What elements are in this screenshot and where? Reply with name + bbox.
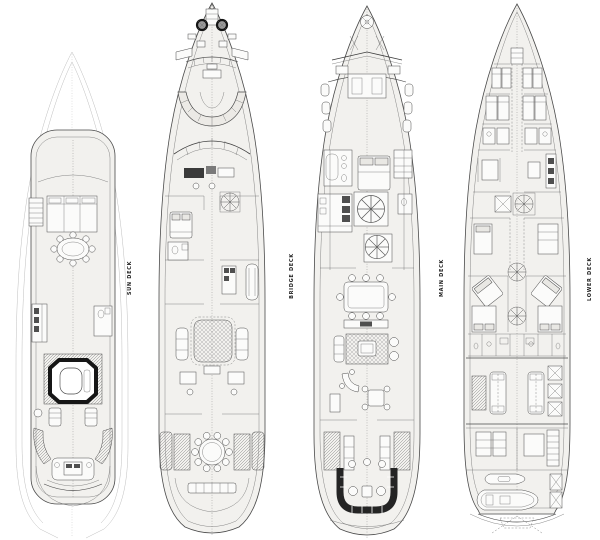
lower-deck-label: LOWER DECK [587,257,593,301]
wardrobe [393,149,413,179]
chain-stoppers [349,35,385,51]
wing-seat [231,47,249,61]
engine-room [466,357,568,425]
sun-pads [46,195,98,233]
spa-pool [48,358,98,404]
crew-galley [527,153,557,189]
main-engine [527,371,545,415]
side-table [33,408,43,418]
helm-console [184,166,235,190]
lower-deck-plan [463,3,571,534]
aft-crew-cabins [466,427,568,471]
forward-cabin [347,73,387,99]
mast-base [185,56,239,79]
tender-garage [476,473,563,511]
tender [476,489,539,511]
round-dining-table [191,432,233,472]
aft-lounge [179,365,245,396]
hull [158,2,266,534]
wet-bar [31,303,48,343]
spiral-staircase [219,191,241,213]
aft-u-shaped-sofa [336,458,398,514]
owner-stateroom [357,155,391,191]
side-tender-stowage [245,263,259,301]
side-windows [320,83,414,133]
bridge-deck-label: BRIDGE DECK [289,253,295,299]
equipment-boxes [547,365,563,417]
sun-deck-label: SUN DECK [127,260,133,296]
spiral-staircase [507,262,527,282]
main-engine [489,371,507,415]
day-head [93,305,113,337]
sun-loungers [48,407,98,427]
guest-bathrooms [468,333,566,357]
main-deck-plan [313,5,421,538]
radar-arch [177,91,247,127]
bridge-deck-plan [158,2,266,536]
ladder [546,429,560,467]
aft-bar-unit [51,457,95,481]
anchor-capstan [360,15,374,29]
main-deck-label: MAIN DECK [439,258,445,298]
day-head [397,193,413,215]
side-stairs [323,431,411,471]
bow-outline [15,51,129,539]
dining-table [336,274,396,320]
mooring-bitts [187,33,237,48]
side-boarding-ladders [159,431,265,471]
captain-cabin [167,211,193,261]
mid-cabins [473,218,559,270]
bow-platform [205,4,219,26]
galley [317,193,353,233]
engine-room-ladder [471,375,487,411]
salon [333,333,399,365]
crew-mess [477,158,501,182]
sideboard [343,319,389,329]
skylight-lounge [175,316,249,366]
stern-bench [43,483,103,491]
transom-swim-platform [469,513,565,534]
crew-bunk-cabins [478,63,556,151]
guest-cabins [471,275,563,333]
aft-lobby [329,369,391,413]
spiral-staircase [512,192,536,216]
breakwater [331,51,403,61]
main-spiral-staircase [353,191,389,227]
aft-spiral-staircase [363,233,393,263]
sun-deck-plan [15,51,129,539]
owner-bathroom [323,149,353,187]
chain-locker [510,47,524,65]
pantry [221,265,237,295]
curved-stair-benches [33,427,113,465]
laundry [494,195,512,213]
wheelhouse-windshield [173,138,251,161]
wing-seat [175,47,193,61]
stern-bench [187,482,237,494]
stair [28,197,44,227]
mooring-winches [195,18,229,32]
dining-table [50,231,96,267]
jet-ski [484,473,526,485]
